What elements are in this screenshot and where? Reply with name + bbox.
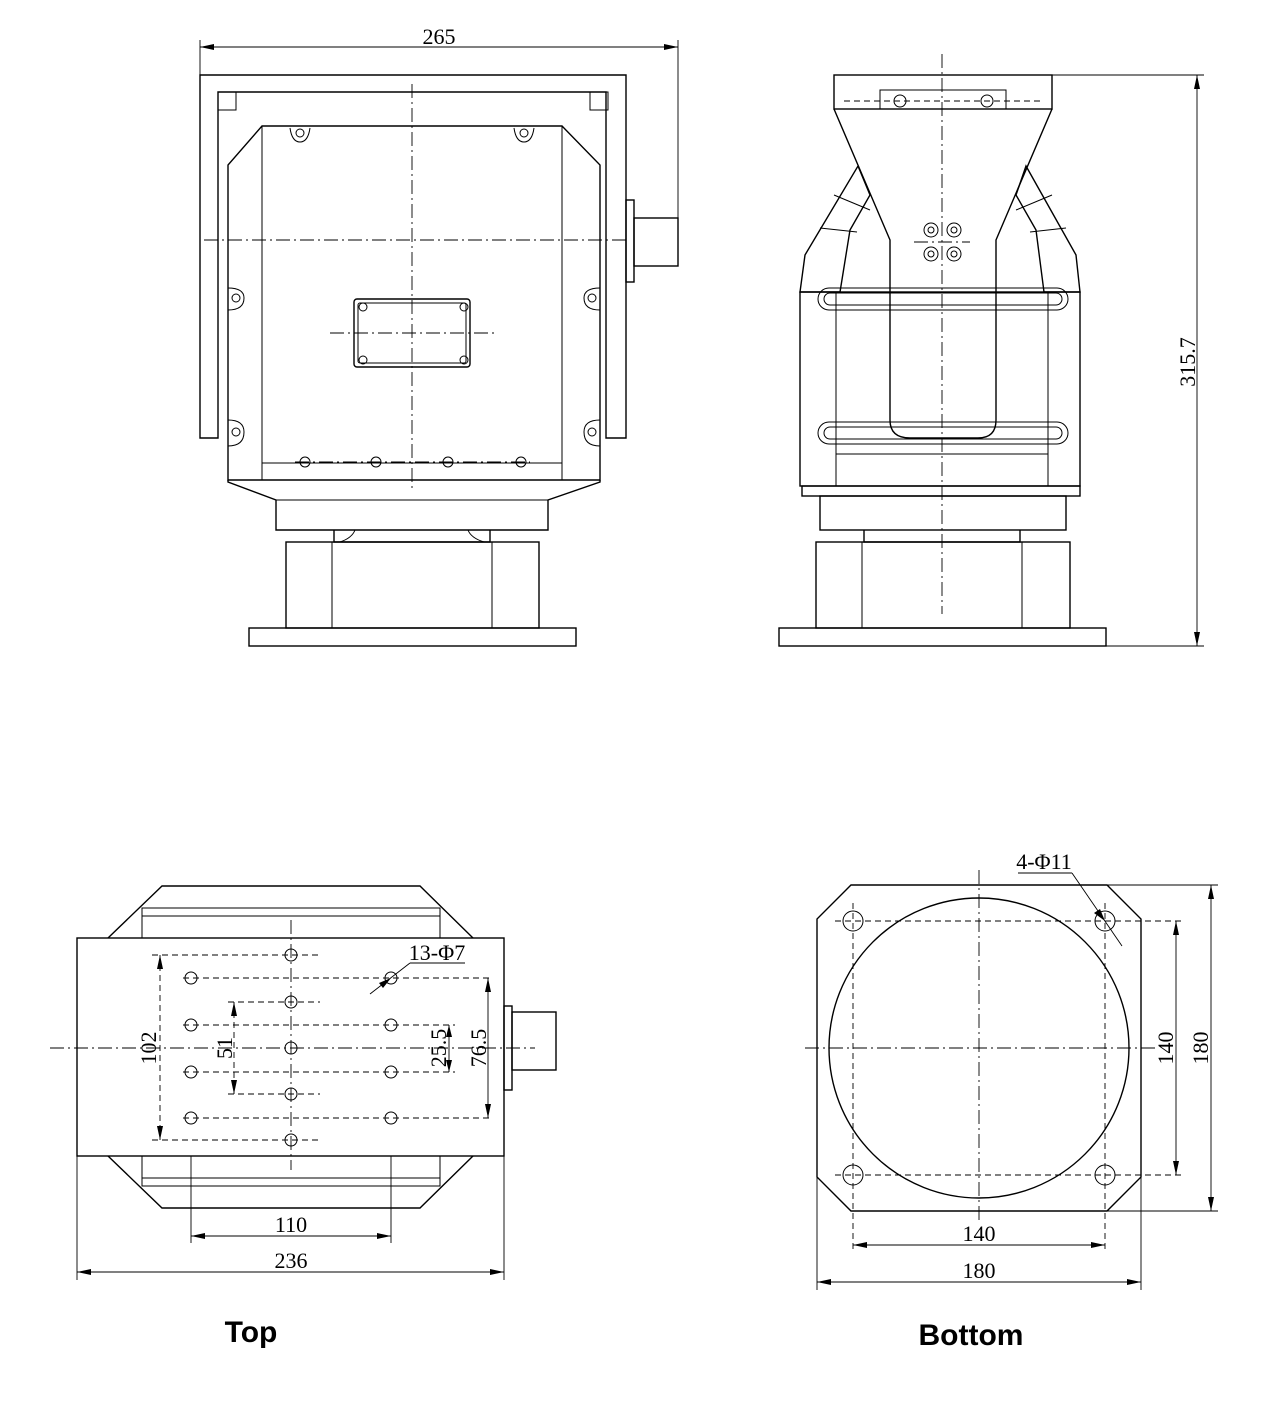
dim-front-width: 265	[423, 24, 456, 49]
dim-top-236: 236	[275, 1248, 308, 1273]
dim-bottom-140-horizontal: 140	[963, 1221, 996, 1246]
dim-top-51: 51	[212, 1037, 237, 1059]
caption-bottom: Bottom	[919, 1319, 1024, 1352]
side-view: 315.7	[778, 54, 1204, 647]
front-view: 265	[199, 24, 679, 647]
dim-top-25-5: 25.5	[426, 1029, 451, 1068]
callout-top-holes: 13-Φ7	[409, 940, 465, 965]
caption-top: Top	[225, 1316, 278, 1349]
dim-top-76-5: 76.5	[466, 1029, 491, 1068]
dim-side-height: 315.7	[1175, 337, 1200, 387]
dim-top-102: 102	[136, 1032, 161, 1065]
dim-bottom-180-vertical: 180	[1188, 1032, 1213, 1065]
dim-bottom-180-horizontal: 180	[963, 1258, 996, 1283]
dim-top-110: 110	[275, 1212, 307, 1237]
bottom-view: 4-Φ11 140 180 140 180	[805, 849, 1218, 1290]
top-view: 102 51 25.5 76.5 13-Φ7 110 236	[50, 885, 557, 1280]
dim-bottom-140-vertical: 140	[1153, 1032, 1178, 1065]
callout-bottom-holes: 4-Φ11	[1016, 849, 1072, 874]
